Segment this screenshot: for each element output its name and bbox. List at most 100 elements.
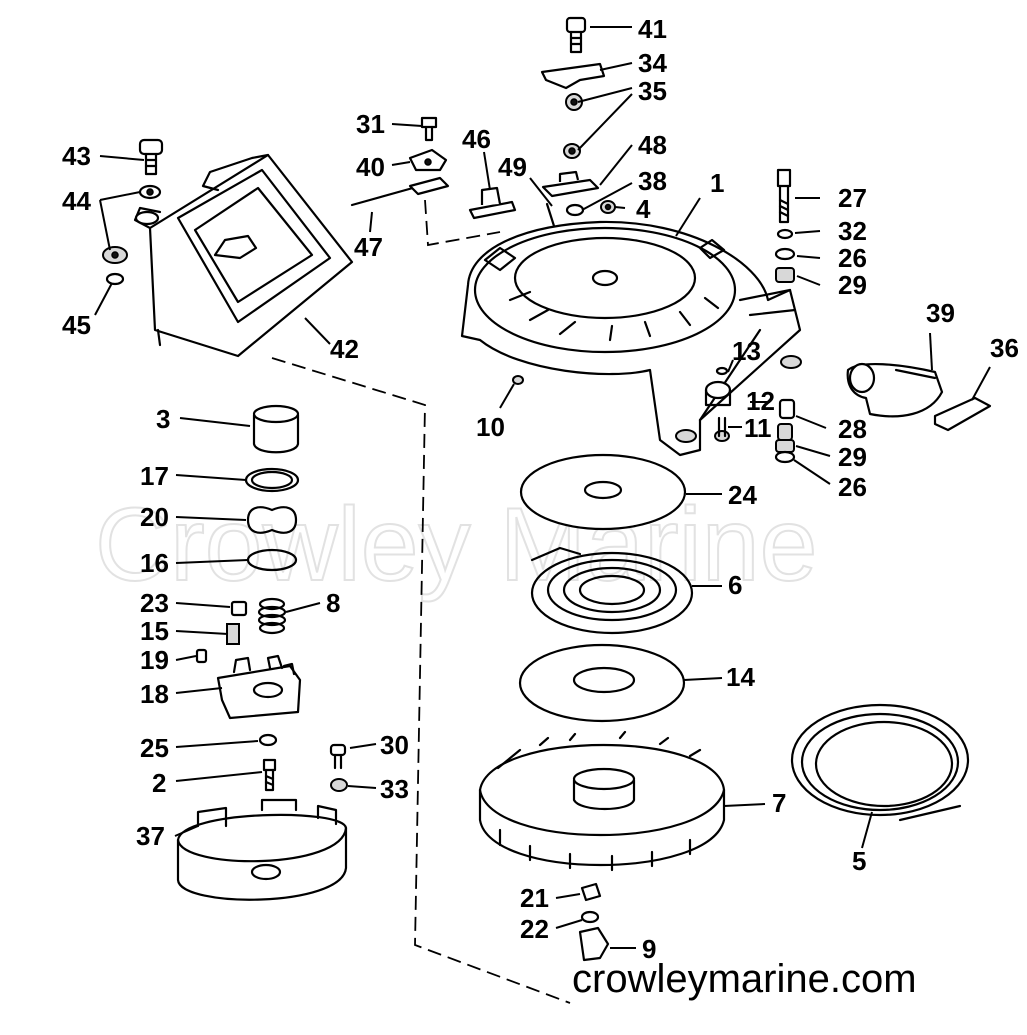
callout-47: 47 — [354, 232, 383, 262]
part-36-insert — [933, 396, 992, 432]
part-9-pawl — [578, 926, 610, 962]
part-44-washer-hole — [146, 188, 154, 196]
part-4-nut — [600, 200, 616, 214]
part-20-friction-ring — [246, 506, 298, 534]
part-18-plate — [216, 654, 302, 720]
callout-19: 19 — [140, 645, 169, 675]
callout-20: 20 — [140, 502, 169, 532]
part-24-disc — [519, 453, 687, 531]
callout-27: 27 — [838, 183, 867, 213]
leader-lines — [94, 26, 991, 949]
assembly-dashed-line-top — [424, 199, 501, 247]
callout-6: 6 — [728, 570, 742, 600]
part-45-washer — [105, 272, 125, 286]
callout-37: 37 — [136, 821, 165, 851]
callout-48: 48 — [638, 130, 667, 160]
callout-38: 38 — [638, 166, 667, 196]
part-26-washer-lower — [774, 450, 796, 464]
part-40-plate-hole — [424, 158, 432, 166]
part-15-spring — [226, 623, 240, 645]
part-25-washer — [258, 733, 278, 747]
part-48-bracket — [541, 170, 600, 198]
part-42-bracket — [133, 153, 354, 358]
callout-29-upper: 29 — [838, 270, 867, 300]
callout-25: 25 — [140, 733, 169, 763]
callout-26-lower: 26 — [838, 472, 867, 502]
callout-36: 36 — [990, 333, 1019, 363]
callout-23: 23 — [140, 588, 169, 618]
part-31-screw — [420, 116, 438, 142]
callout-18: 18 — [140, 679, 169, 709]
part-30-screw — [329, 743, 347, 770]
part-13-washer — [715, 366, 729, 376]
part-17-ring-inner — [250, 470, 294, 490]
part-12-spacer — [778, 398, 796, 420]
part-19-pin — [195, 648, 208, 664]
part-35-nut-lower — [563, 143, 581, 159]
callout-44: 44 — [62, 186, 91, 216]
callout-labels: 1 2 3 4 5 6 7 8 9 10 11 12 13 14 15 16 1… — [62, 14, 1019, 964]
callout-17: 17 — [140, 461, 169, 491]
callout-15: 15 — [140, 616, 169, 646]
callout-41: 41 — [638, 14, 667, 44]
website-url: crowleymarine.com — [572, 957, 917, 1001]
callout-12: 12 — [746, 386, 775, 416]
part-32-washer — [776, 228, 794, 240]
callout-16: 16 — [140, 548, 169, 578]
part-1-starter-housing — [460, 220, 802, 457]
part-39-handle — [846, 362, 944, 418]
part-37-cup — [176, 798, 348, 901]
callout-10: 10 — [476, 412, 505, 442]
callout-14: 14 — [726, 662, 755, 692]
part-8-spring — [257, 597, 287, 635]
part-29-nut-lower — [775, 439, 795, 453]
part-28-spacer — [777, 423, 793, 441]
callout-13: 13 — [732, 336, 761, 366]
callout-30: 30 — [380, 730, 409, 760]
callout-49: 49 — [498, 152, 527, 182]
callout-34: 34 — [638, 48, 667, 78]
watermark: Crowley Marine — [95, 487, 817, 603]
assembly-dashed-line — [271, 357, 571, 1004]
part-22-washer — [580, 910, 600, 924]
part-41-screw — [565, 16, 587, 54]
callout-35: 35 — [638, 76, 667, 106]
callout-11: 11 — [744, 413, 772, 443]
part-21-screw — [580, 882, 602, 902]
callout-45: 45 — [62, 310, 91, 340]
part-35-nut-upper — [565, 93, 583, 111]
callout-43: 43 — [62, 141, 91, 171]
part-29-nut-upper — [775, 267, 795, 283]
part-49-pin — [545, 202, 556, 228]
part-38-washer — [565, 203, 585, 217]
part-44-nut — [102, 246, 128, 264]
callout-33: 33 — [380, 774, 409, 804]
part-11-pin — [714, 416, 730, 442]
callout-31: 31 — [356, 109, 385, 139]
part-27-bolt — [776, 168, 792, 224]
callout-9: 9 — [642, 934, 656, 964]
part-7-pulley — [478, 730, 726, 872]
callout-39: 39 — [926, 298, 955, 328]
callout-40: 40 — [356, 152, 385, 182]
part-10-screw — [512, 375, 524, 385]
part-5-rope — [790, 703, 970, 822]
callout-26-upper: 26 — [838, 243, 867, 273]
part-23-pawl — [230, 600, 248, 617]
callout-5: 5 — [852, 846, 866, 876]
callout-3: 3 — [156, 404, 170, 434]
callout-24: 24 — [728, 480, 757, 510]
callout-8: 8 — [326, 588, 340, 618]
callout-42: 42 — [330, 334, 359, 364]
part-33-nut — [330, 778, 348, 792]
part-14-disc — [518, 643, 686, 723]
part-6-recoil-spring — [530, 546, 694, 635]
callout-32: 32 — [838, 216, 867, 246]
part-44-washer-2 — [134, 210, 160, 226]
callout-4: 4 — [636, 194, 651, 224]
callout-21: 21 — [520, 883, 549, 913]
part-3-bushing — [252, 404, 300, 454]
callout-7: 7 — [772, 788, 786, 818]
part-26-washer-upper — [774, 247, 796, 261]
